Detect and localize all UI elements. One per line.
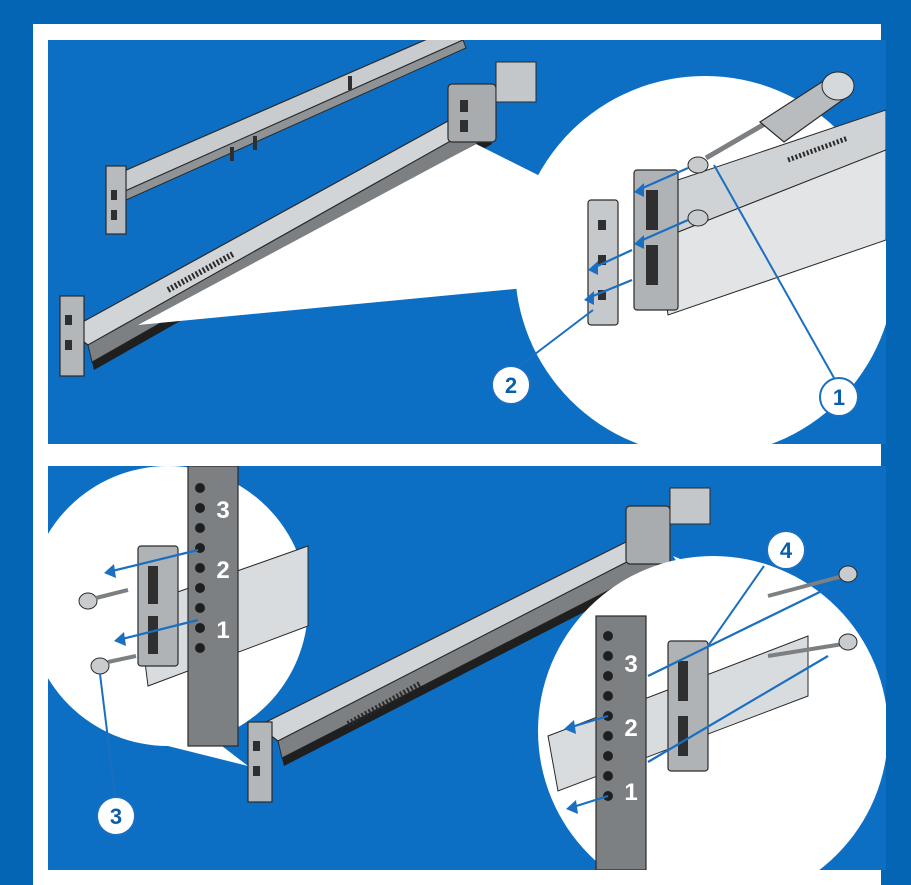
leader-line-1 bbox=[713, 164, 839, 386]
top-illustration: 1 2 bbox=[59, 40, 886, 444]
top-panel-rail-install: 1 2 bbox=[48, 40, 886, 444]
callout-3-label: 3 bbox=[110, 804, 122, 829]
magnifier-pointer bbox=[138, 144, 608, 325]
callout-1-label: 1 bbox=[833, 385, 845, 410]
callout-4-label: 4 bbox=[780, 538, 793, 563]
leader-line-2 bbox=[513, 309, 594, 371]
rail-assembly bbox=[247, 487, 711, 803]
hole-number-3-left: 3 bbox=[216, 497, 229, 524]
callout-3: 3 bbox=[96, 796, 136, 836]
hole-number-3-right: 3 bbox=[624, 651, 637, 678]
callout-2: 2 bbox=[491, 365, 531, 405]
magnifier-detail-4: 3 2 1 bbox=[538, 556, 886, 870]
leader-line-4 bbox=[707, 565, 765, 647]
callout-4: 4 bbox=[766, 530, 806, 570]
hole-number-2-left: 2 bbox=[216, 557, 229, 584]
bottom-illustration: 3 2 1 bbox=[48, 466, 886, 870]
hole-number-1-right: 1 bbox=[624, 779, 637, 806]
callout-2-label: 2 bbox=[505, 373, 517, 398]
callout-1: 1 bbox=[819, 377, 859, 417]
magnifier-detail-3: 3 2 1 bbox=[48, 466, 309, 805]
back-rail bbox=[105, 40, 467, 235]
leader-line-3 bbox=[99, 673, 117, 805]
hole-number-1-left: 1 bbox=[216, 617, 229, 644]
magnifier-detail-1 bbox=[513, 71, 886, 444]
bottom-panel-rack-mount: 3 2 1 bbox=[48, 466, 886, 870]
hole-number-2-right: 2 bbox=[624, 715, 637, 742]
